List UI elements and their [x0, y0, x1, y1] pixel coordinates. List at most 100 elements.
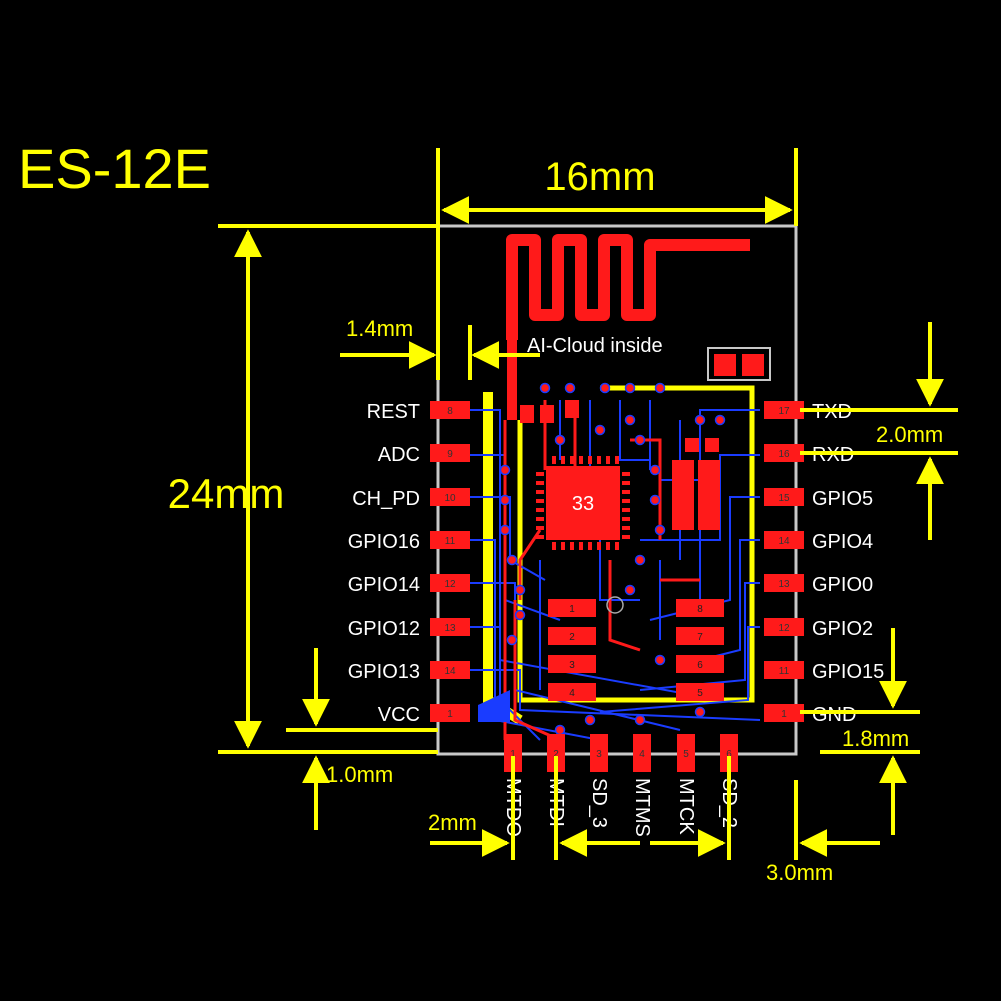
flash-pad [548, 599, 596, 617]
bottom-pin-number: 4 [639, 749, 645, 760]
right-pin-label: GPIO0 [812, 574, 873, 596]
right-pin-label: GPIO15 [812, 661, 884, 683]
copper-group [503, 400, 700, 742]
bottom-pin-number: 5 [683, 749, 689, 760]
chip-pin [536, 472, 544, 476]
chip-pin [615, 542, 619, 550]
dim-bottom-right-offset: 3.0mm [766, 860, 833, 885]
chip-pin [622, 481, 630, 485]
left-pin-label: VCC [378, 704, 420, 726]
left-pin-pad [430, 661, 470, 679]
flash-pad-number: 6 [697, 660, 703, 671]
dim-bottom-pitch: 2mm [428, 810, 477, 835]
via [514, 584, 526, 596]
chip-pin [622, 472, 630, 476]
via [539, 382, 551, 394]
left-pin-number: 14 [444, 666, 456, 677]
chip-pin [622, 490, 630, 494]
bottom-pin-pad [677, 734, 695, 772]
right-pin-number: 13 [778, 579, 790, 590]
top-pad [742, 354, 764, 376]
chip-pin [536, 499, 544, 503]
chip-pin [588, 542, 592, 550]
via [584, 714, 596, 726]
left-pin-pad [430, 618, 470, 636]
flash-pad [676, 655, 724, 673]
chip-pin [622, 526, 630, 530]
smd-pads-top [520, 400, 720, 530]
antenna-text: AI-Cloud inside [527, 335, 663, 357]
chip-pin [579, 542, 583, 550]
antenna-trace [506, 234, 750, 340]
right-pin-label: GPIO2 [812, 618, 873, 640]
right-pin-number: 11 [779, 666, 790, 677]
bottom-pin-number: 1 [510, 749, 516, 760]
chip-pin [570, 542, 574, 550]
right-pin-number: 1 [781, 709, 787, 720]
via [564, 382, 576, 394]
via [649, 494, 661, 506]
via [714, 414, 726, 426]
chip-label: 33 [572, 493, 594, 515]
vcc-pour [478, 690, 510, 722]
left-pin-number: 9 [447, 449, 453, 460]
flash-pad [548, 655, 596, 673]
bottom-pin-label: MTCK [675, 778, 697, 835]
via [624, 382, 636, 394]
pin1-marker [606, 596, 624, 614]
via [599, 382, 611, 394]
left-pin-pad [430, 574, 470, 592]
flash-pad [676, 627, 724, 645]
via [554, 724, 566, 736]
via [634, 554, 646, 566]
left-pin-label: GPIO12 [348, 618, 420, 640]
main-chip [546, 466, 620, 540]
flash-pad-number: 3 [569, 660, 575, 671]
flash-pad [676, 599, 724, 617]
left-pin-label: REST [367, 401, 420, 423]
via [506, 634, 518, 646]
bottom-pin-pad [720, 734, 738, 772]
via [634, 714, 646, 726]
right-pin-number: 16 [778, 449, 790, 460]
chip-pin [536, 535, 544, 539]
flash-pad-number: 1 [569, 604, 575, 615]
right-pin-label: GPIO4 [812, 531, 873, 553]
via [649, 464, 661, 476]
shield-silk [517, 385, 755, 703]
chip-pin [615, 456, 619, 464]
via [624, 414, 636, 426]
flash-pad [676, 683, 724, 701]
right-pin-number: 17 [778, 406, 790, 417]
chip-pin [536, 526, 544, 530]
left-pin-number: 12 [444, 579, 456, 590]
via [694, 414, 706, 426]
via [499, 494, 511, 506]
flash-pad-number: 5 [697, 688, 703, 699]
right-pin-pad [764, 618, 804, 636]
via [514, 609, 526, 621]
chip-pin [570, 456, 574, 464]
via [499, 524, 511, 536]
bottom-pin-pad [633, 734, 651, 772]
right-pin-pad [764, 574, 804, 592]
right-pin-label: GND [812, 704, 856, 726]
bottom-pin-pad [504, 734, 522, 772]
flash-pad-number: 8 [697, 604, 703, 615]
via [634, 434, 646, 446]
chip-pin [552, 542, 556, 550]
chip-pin [622, 508, 630, 512]
via [594, 424, 606, 436]
right-pin-pad [764, 531, 804, 549]
chip-pin [597, 456, 601, 464]
dim-height: 24mm [168, 470, 285, 517]
flash-pad-number: 2 [569, 632, 575, 643]
left-pin-number: 11 [445, 536, 456, 547]
flash-pad-number: 7 [697, 632, 703, 643]
left-pin-pad [430, 704, 470, 722]
top-pad [714, 354, 736, 376]
